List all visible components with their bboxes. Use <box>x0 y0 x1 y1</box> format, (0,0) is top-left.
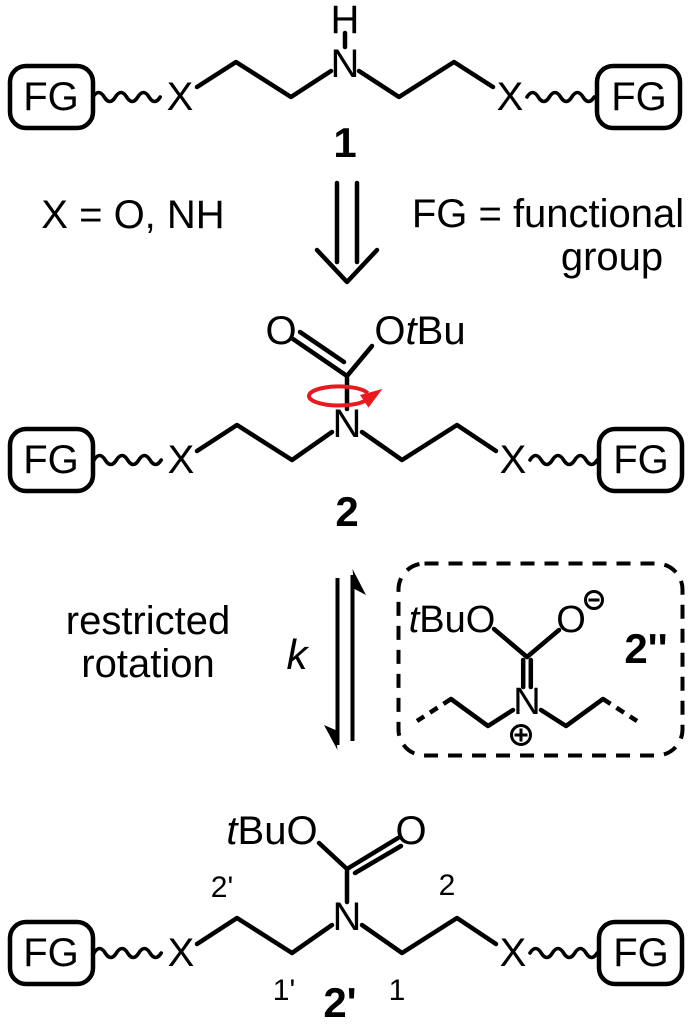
position-label-2prime: 2' <box>210 871 234 904</box>
fg-label: FG <box>611 75 667 119</box>
x-atom-label: X <box>499 438 527 482</box>
structure-2-label: 2 <box>335 488 359 535</box>
structure-2pp-skeleton <box>415 626 639 729</box>
right-chain-bonds <box>359 422 499 463</box>
wavy-bond <box>528 946 599 960</box>
carbonyl-o-label: O <box>265 309 297 353</box>
h-atom-label: H <box>330 0 360 42</box>
n-atom-label: N <box>332 402 362 446</box>
rotation-arrow-icon <box>307 384 383 408</box>
fg-label: FG <box>23 75 79 119</box>
fg-label: FG <box>23 931 79 975</box>
left-chain-bonds <box>194 422 335 463</box>
c-o-double-bond <box>297 329 347 365</box>
negative-charge-icon <box>584 590 604 610</box>
resonance-box <box>396 561 685 758</box>
tbuo-group-label: tBuO <box>409 601 496 639</box>
left-chain-bonds <box>194 59 334 100</box>
positive-charge-icon <box>510 724 532 746</box>
butyl-bu: Bu <box>416 309 466 353</box>
rate-constant-label: k <box>286 631 308 678</box>
process-text-line2: rotation <box>81 642 215 686</box>
butyl-o: BuO <box>237 809 318 853</box>
structure-2p-label: 2' <box>323 979 357 1024</box>
tbuo-group-label: tBuO <box>226 811 317 851</box>
wavy-bond <box>91 90 162 104</box>
right-chain-bonds <box>359 915 499 956</box>
fg-box <box>594 63 683 131</box>
wavy-bond <box>92 453 163 467</box>
x-atom-label: X <box>167 931 195 975</box>
right-dashed-bond <box>601 697 639 723</box>
fg-label: FG <box>23 438 79 482</box>
c-ominus-bond <box>524 627 562 660</box>
process-text-line1: restricted <box>65 599 231 643</box>
wavy-bond <box>525 90 596 104</box>
x-definition-text: X = O, NH <box>41 193 225 237</box>
right-chain-bonds <box>538 696 606 729</box>
tbuo-c-bond <box>491 626 530 660</box>
structure-2-skeleton <box>7 329 685 494</box>
otbu-group-label: OtBu <box>374 311 465 351</box>
c-otbu-bond <box>316 840 350 872</box>
c-o-double-bond <box>352 843 404 876</box>
x-atom-label: X <box>496 75 524 119</box>
c-otbu-bond <box>344 343 375 379</box>
tert-t: t <box>408 599 420 641</box>
left-dashed-bond <box>415 697 453 723</box>
n-plus-label: N <box>513 681 541 723</box>
structure-1-label: 1 <box>333 119 357 166</box>
right-chain-bonds <box>356 59 496 100</box>
position-label-1prime: 1' <box>272 974 296 1007</box>
equilibrium-arrow-icon <box>324 569 366 750</box>
wavy-bond <box>92 946 163 960</box>
structure-2p-skeleton <box>7 835 685 987</box>
ester-o: O <box>374 309 406 353</box>
position-label-2: 2 <box>438 869 456 902</box>
c-o-double-bond <box>290 336 350 379</box>
n-atom-label: N <box>332 895 362 939</box>
structure-1-skeleton <box>7 30 683 131</box>
n-atom-label: N <box>330 42 360 86</box>
fg-label: FG <box>613 931 669 975</box>
left-chain-bonds <box>194 915 335 956</box>
tert-t: t <box>226 809 238 853</box>
x-atom-label: X <box>499 931 527 975</box>
reaction-arrow-icon <box>314 180 380 285</box>
o-minus-label: O <box>556 599 586 641</box>
fg-definition-line1: FG = functional <box>411 192 685 236</box>
structure-2pp-label: 2'' <box>624 625 668 672</box>
x-atom-label: X <box>166 75 194 119</box>
carbonyl-o-label: O <box>395 809 427 853</box>
butyl-o: BuO <box>419 599 496 641</box>
c-o-double-bond <box>344 835 401 872</box>
position-label-1: 1 <box>388 974 406 1007</box>
x-atom-label: X <box>167 438 195 482</box>
left-chain-bonds <box>448 696 516 729</box>
tert-t: t <box>405 309 417 353</box>
wavy-bond <box>528 453 599 467</box>
fg-definition-line2: group <box>560 235 664 279</box>
fg-label: FG <box>613 438 669 482</box>
